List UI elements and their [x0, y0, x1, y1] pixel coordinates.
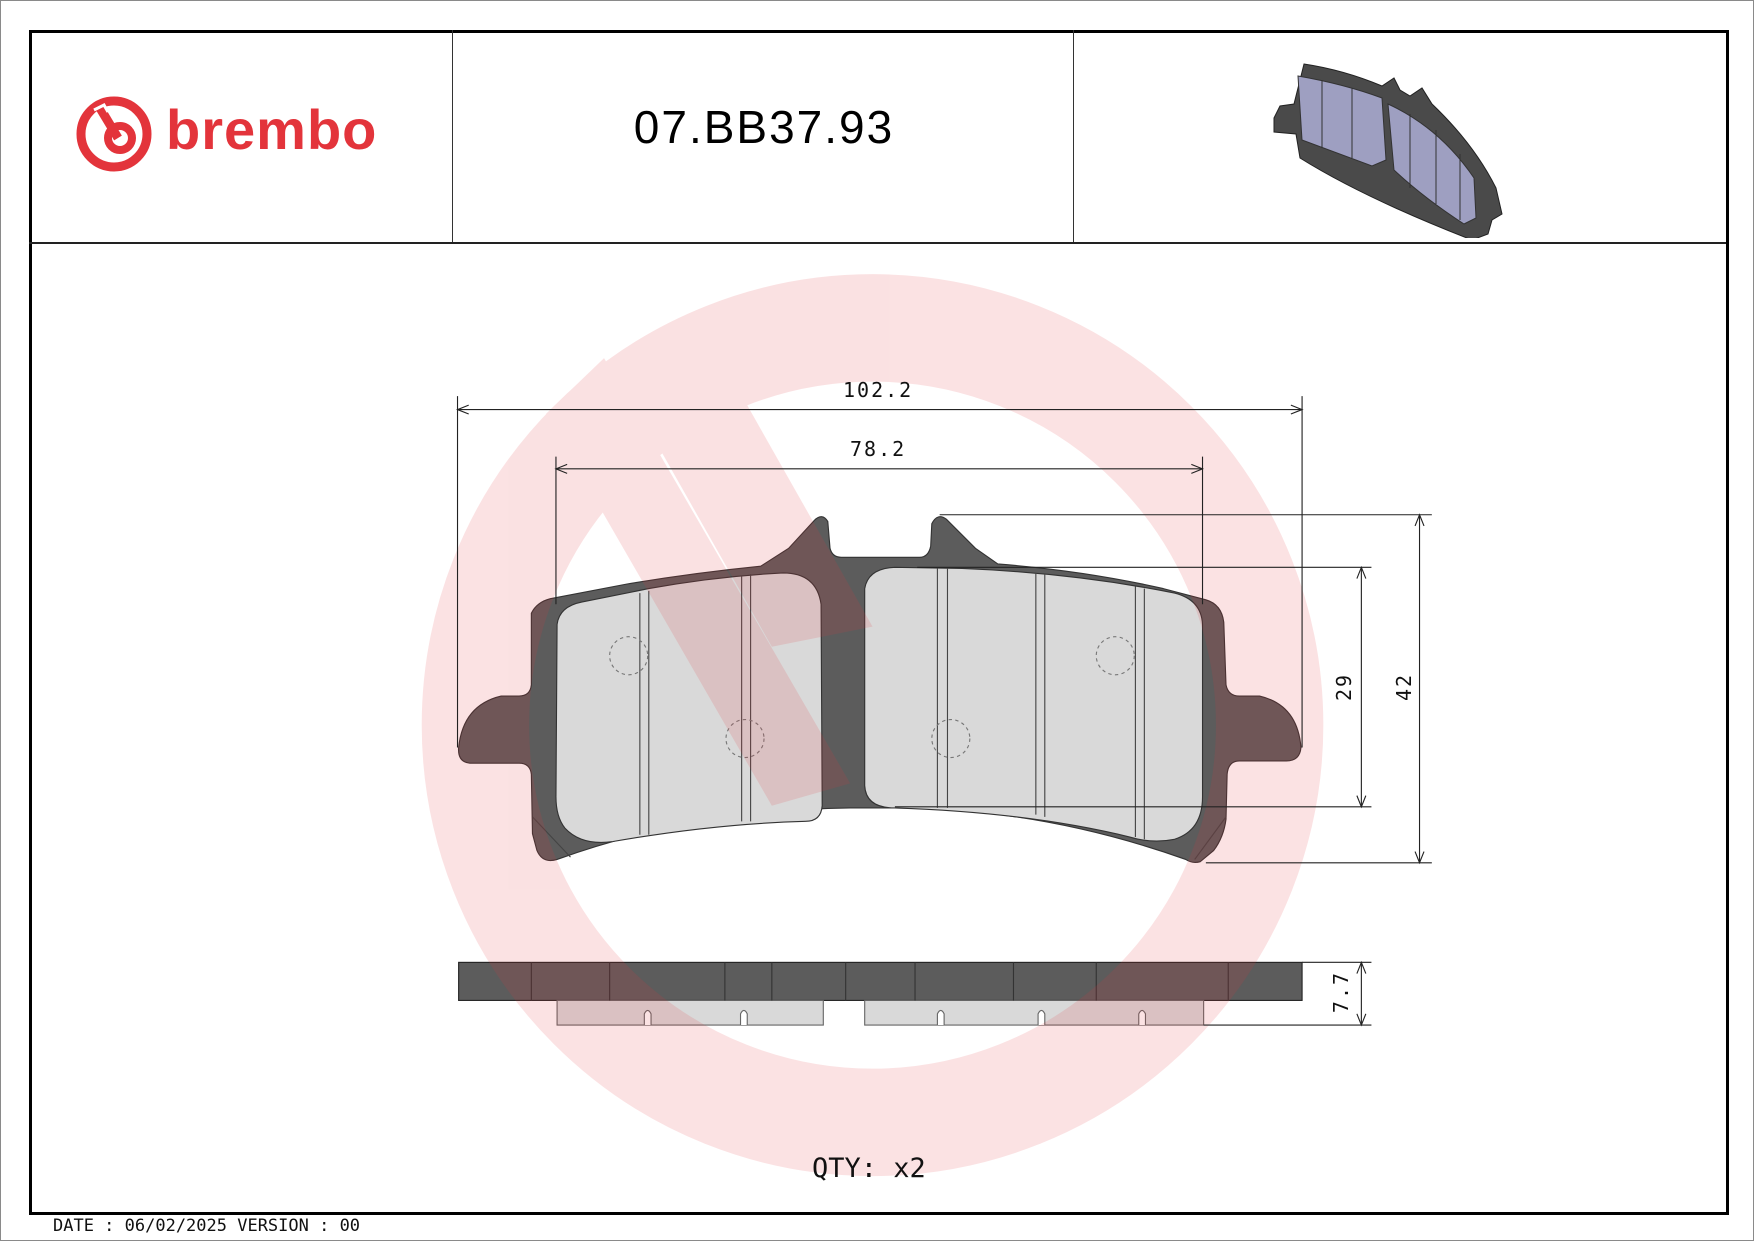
- pad-side-view: [458, 961, 1303, 1026]
- quantity-label: QTY: x2: [812, 1153, 926, 1184]
- dimension-overall-width: 102.2: [843, 378, 914, 402]
- part-number: 07.BB37.93: [633, 101, 895, 153]
- dimension-friction-height: 29: [1332, 672, 1357, 702]
- dimension-lines: [456, 396, 1432, 1027]
- drawing-frame: [29, 30, 1729, 1215]
- pad-front-view: [458, 516, 1302, 863]
- brembo-logo: brembo: [74, 92, 414, 176]
- title-block: [29, 30, 1726, 244]
- date-version-footer: DATE : 06/02/2025 VERSION : 00: [53, 1216, 361, 1236]
- dimension-friction-width: 78.2: [850, 437, 907, 461]
- pad-3d-thumbnail: [1273, 63, 1503, 238]
- brembo-watermark: [421, 274, 1324, 1177]
- brand-name: brembo: [166, 98, 378, 161]
- dimension-overall-height: 42: [1392, 672, 1417, 702]
- brembo-disc-icon: [76, 96, 152, 172]
- dimension-thickness: 7.7: [1329, 970, 1354, 1014]
- divider: [452, 30, 453, 242]
- divider: [1073, 30, 1074, 242]
